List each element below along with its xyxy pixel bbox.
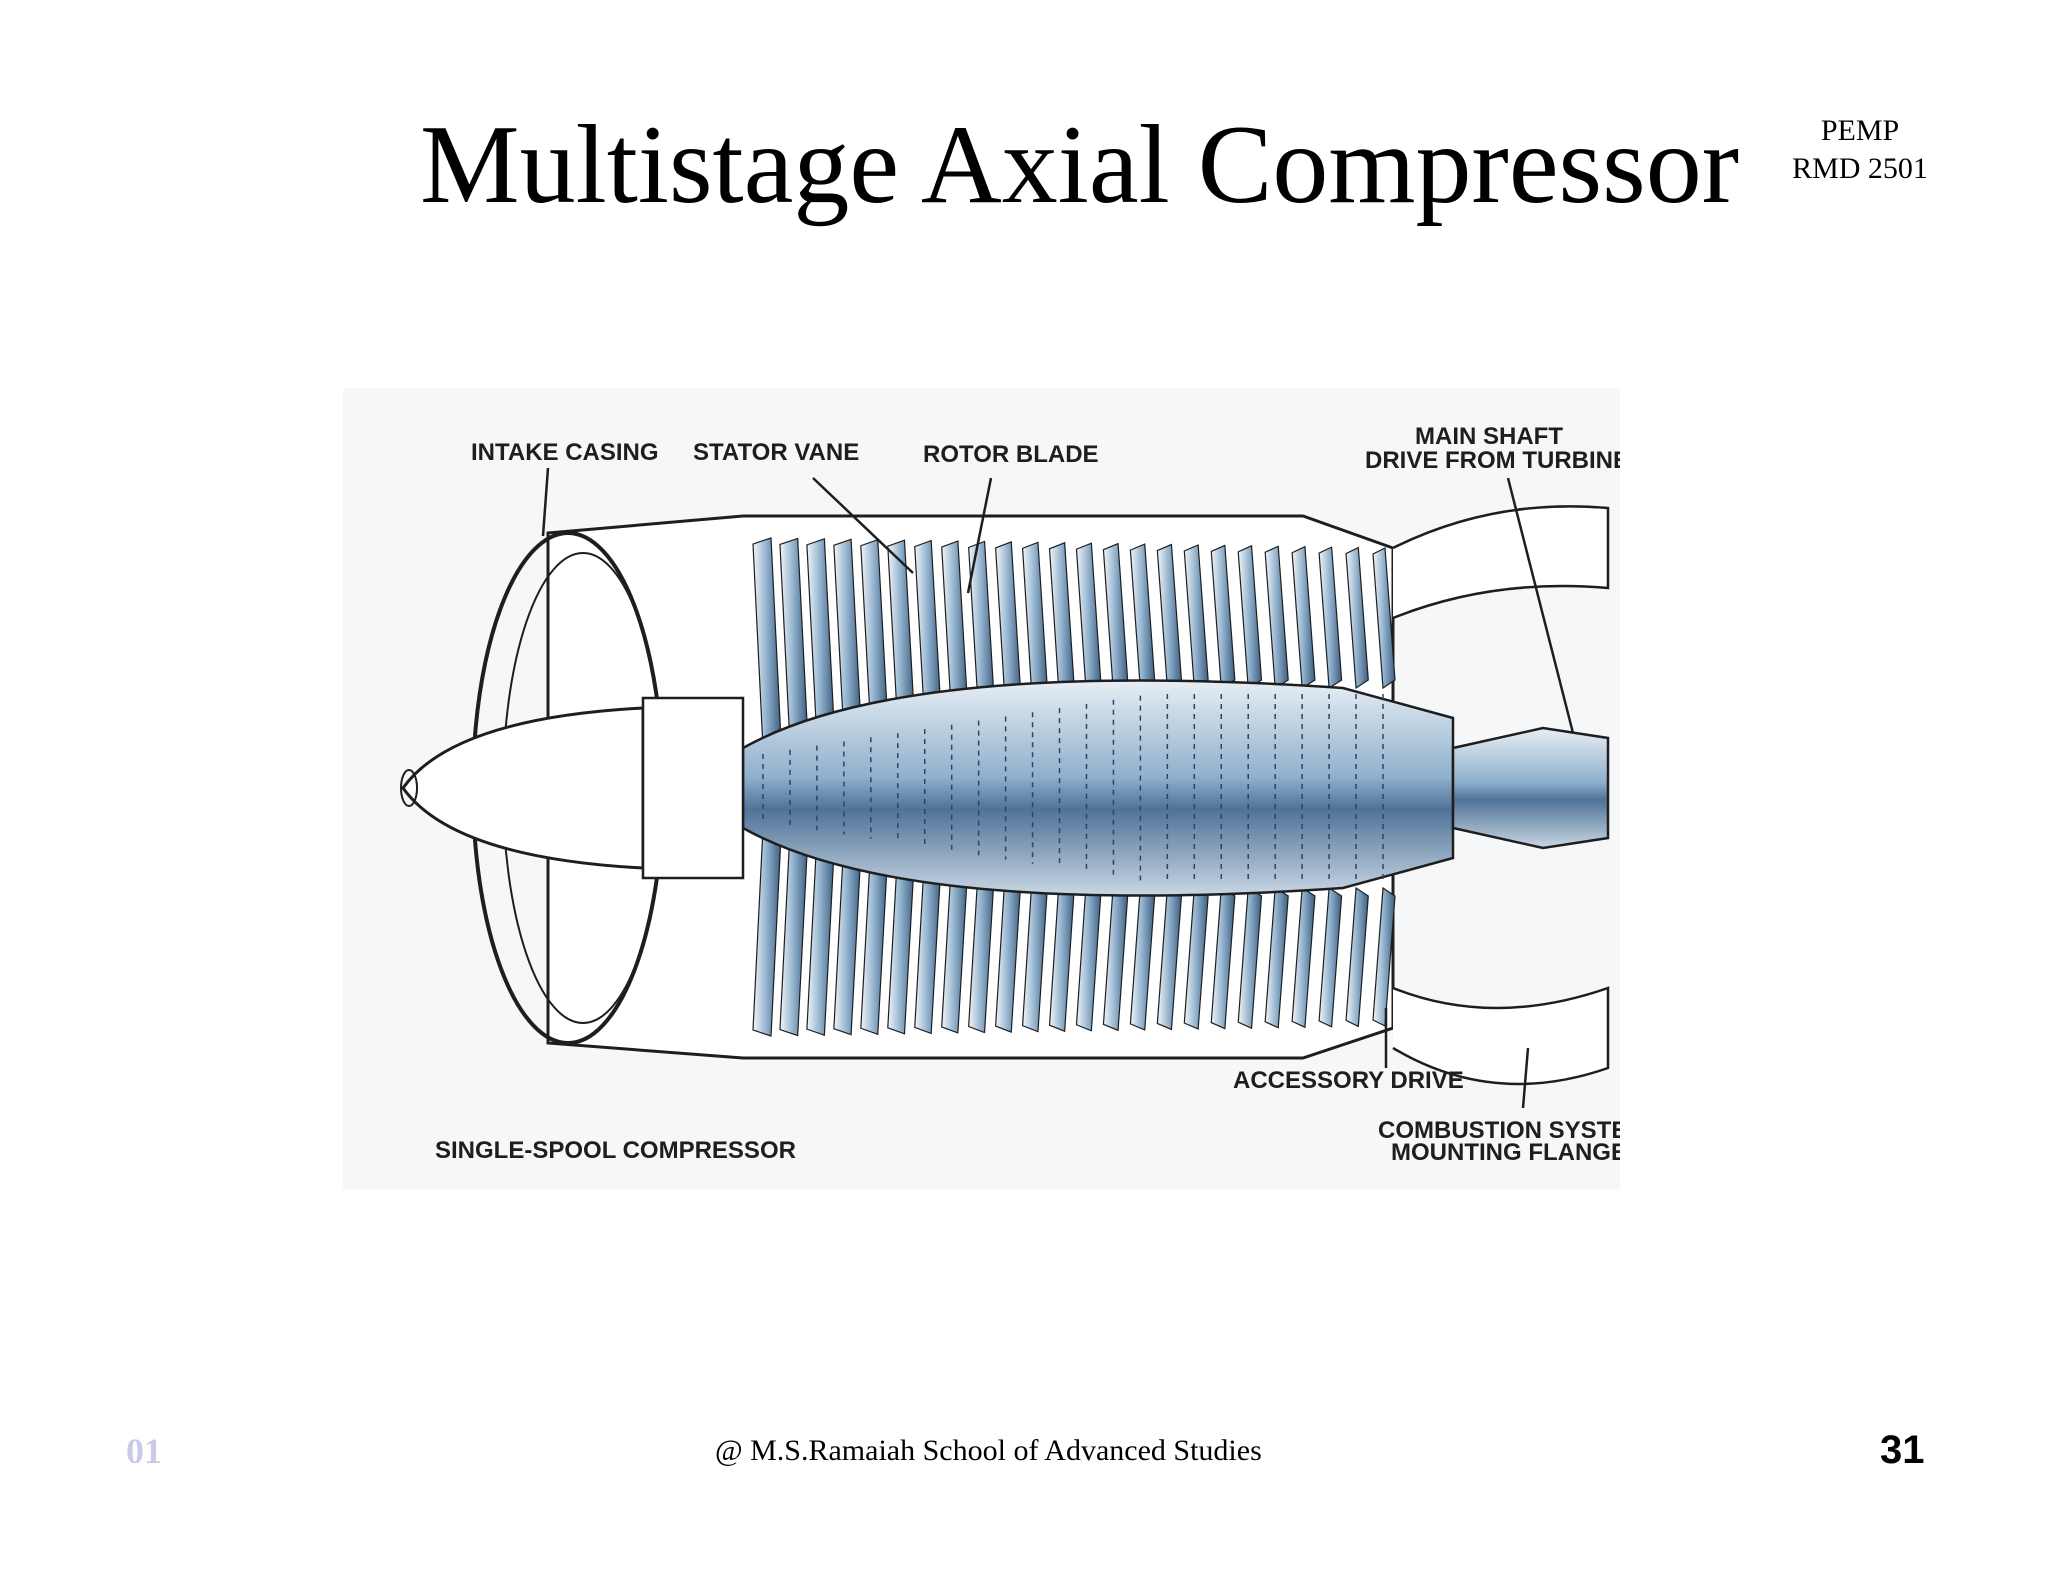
label-stator-vane: STATOR VANE <box>693 439 859 466</box>
footer-institution: @ M.S.Ramaiah School of Advanced Studies <box>715 1434 1262 1467</box>
page-number: 31 <box>1880 1428 1925 1472</box>
main-shaft <box>1451 726 1610 850</box>
slide-title: Multistage Axial Compressor <box>420 103 1740 227</box>
footer-left-number: 01 <box>126 1431 162 1471</box>
leader-lines <box>541 467 1575 1109</box>
compressor-cutaway-drawing: INTAKE CASING STATOR VANE ROTOR BLADE MA… <box>400 423 1620 1166</box>
course-code-line2: RMD 2501 <box>1792 152 1928 185</box>
lower-blade <box>1345 886 1369 1028</box>
rotor-drum-stages <box>762 694 1384 882</box>
lower-blade <box>1318 886 1343 1028</box>
figure-caption: SINGLE-SPOOL COMPRESSOR <box>435 1137 796 1164</box>
nose-cone <box>401 706 645 870</box>
compressor-cutaway-figure: INTAKE CASING STATOR VANE ROTOR BLADE MA… <box>343 388 1620 1190</box>
label-intake-casing: INTAKE CASING <box>471 439 659 466</box>
label-combustion-line2: MOUNTING FLANGE <box>1391 1139 1620 1166</box>
label-main-shaft-line2: DRIVE FROM TURBINE <box>1365 447 1620 474</box>
upper-blade <box>1264 545 1289 690</box>
upper-blade <box>1291 545 1316 690</box>
label-rotor-blade: ROTOR BLADE <box>923 441 1099 468</box>
upper-blade <box>1372 547 1396 690</box>
label-main-shaft-line1: MAIN SHAFT <box>1415 423 1563 450</box>
upper-blade <box>1345 546 1369 690</box>
course-code-line1: PEMP <box>1820 114 1900 147</box>
lower-blade <box>1264 886 1289 1029</box>
lower-blade <box>1291 886 1316 1029</box>
label-accessory-drive: ACCESSORY DRIVE <box>1233 1067 1464 1094</box>
course-code: PEMP RMD 2501 <box>1760 112 1960 188</box>
rotor-drum <box>741 679 1455 897</box>
upper-blade <box>1318 546 1343 690</box>
